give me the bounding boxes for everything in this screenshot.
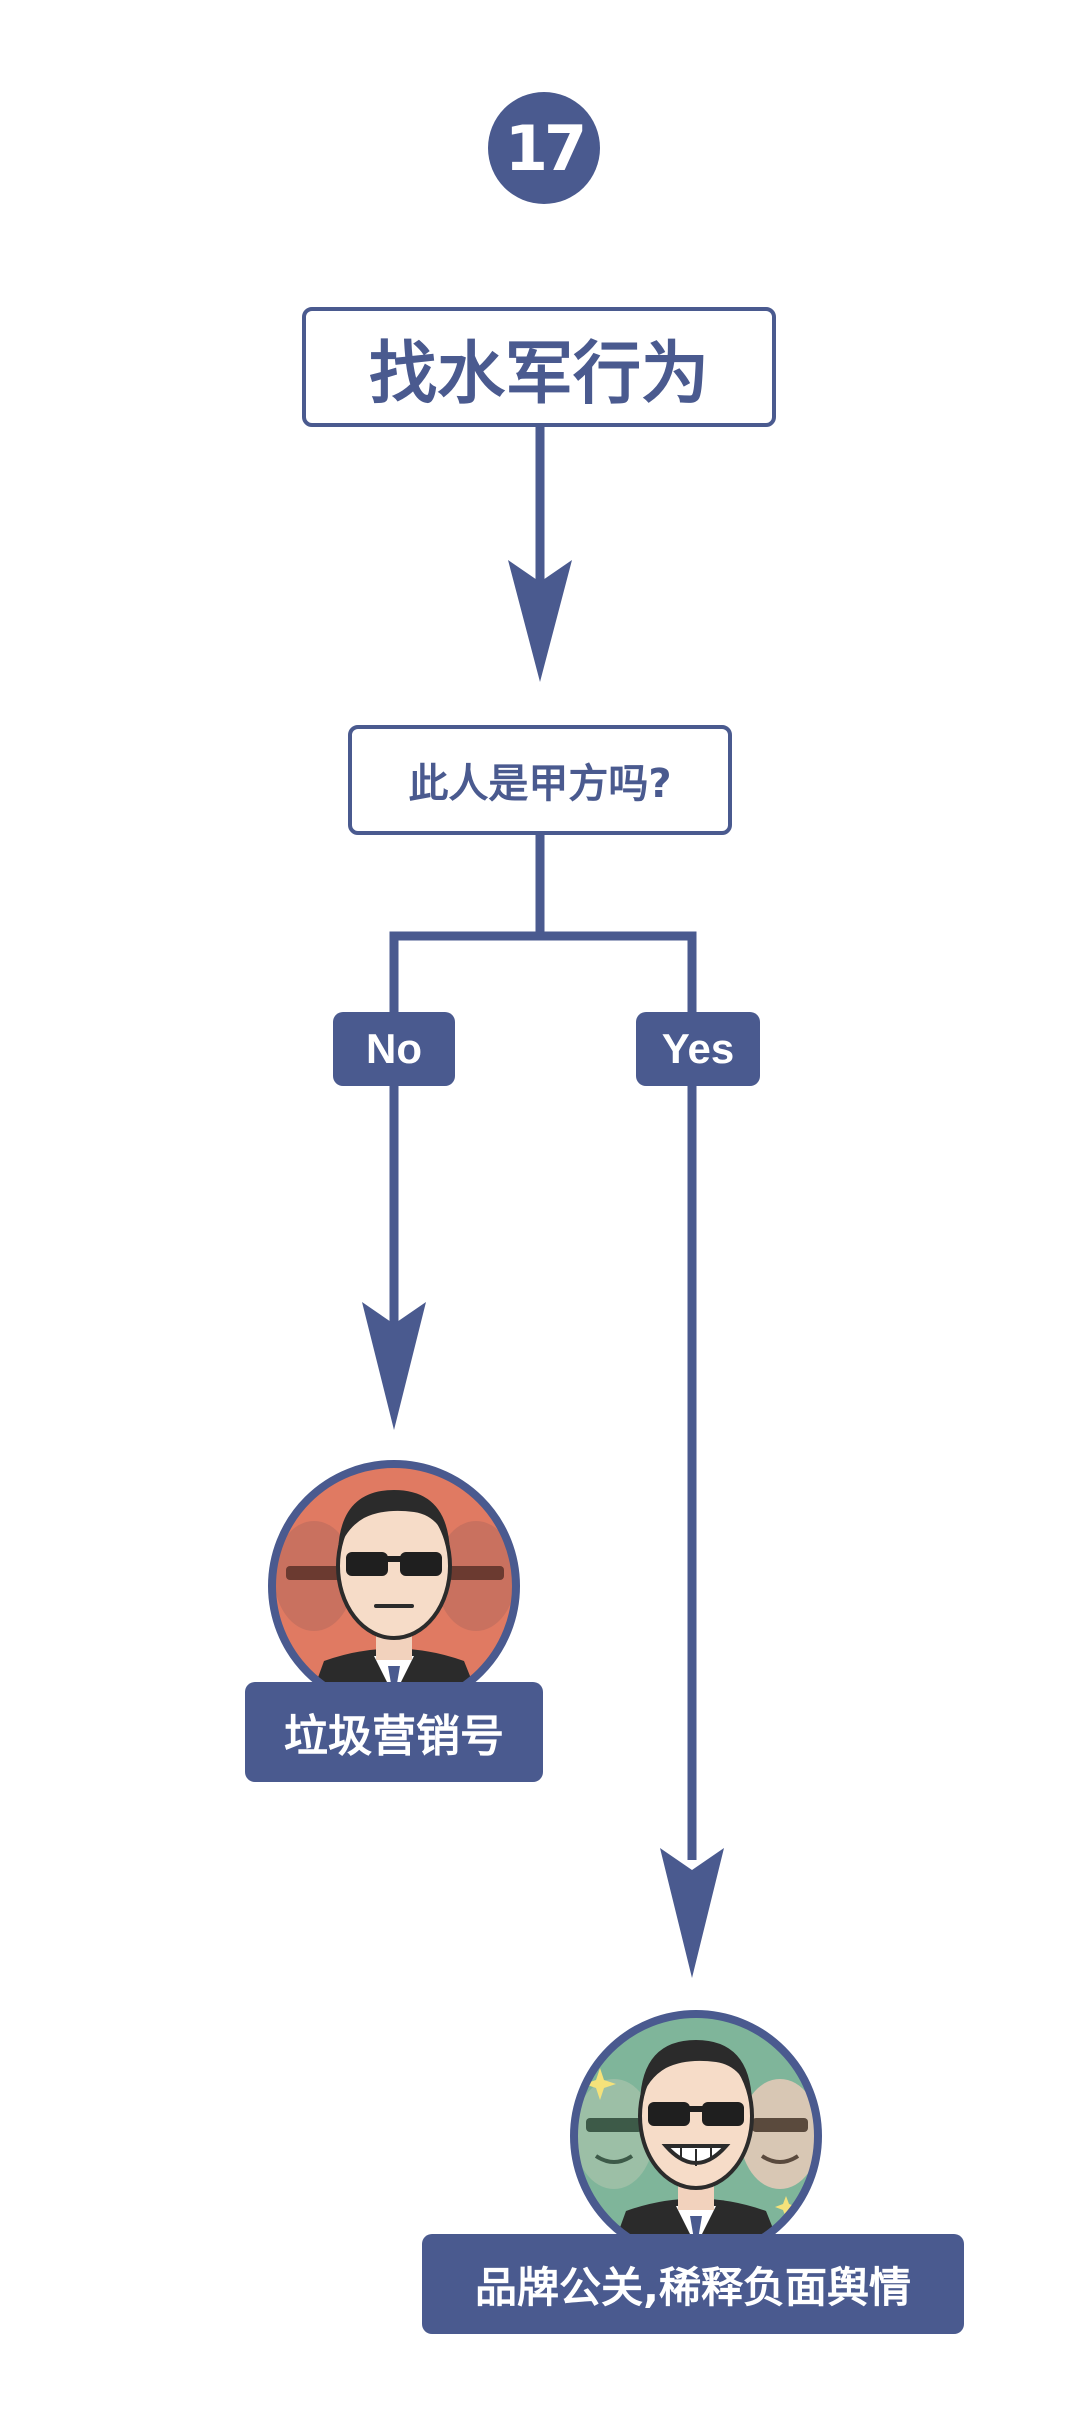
result-label-no: 垃圾营销号 (245, 1682, 543, 1782)
arrowhead-to-no-result (362, 1302, 426, 1430)
arrowhead-to-yes-result (660, 1848, 724, 1978)
connector-split (389, 931, 697, 1012)
branch-label-no: No (333, 1012, 455, 1086)
arrowhead-to-question (508, 560, 572, 682)
title-box: 找水军行为 (302, 307, 776, 427)
result-label-yes: 品牌公关,稀释负面舆情 (422, 2234, 964, 2334)
question-box: 此人是甲方吗? (348, 725, 732, 835)
step-number-badge: 17 (488, 92, 600, 204)
question-text: 此人是甲方吗? (408, 761, 672, 807)
sunglasses-agent-serious-icon (264, 1456, 524, 1716)
sunglasses-agent-grinning-icon (566, 2006, 826, 2266)
branch-label-yes: Yes (636, 1012, 760, 1086)
title-text: 找水军行为 (368, 334, 709, 414)
